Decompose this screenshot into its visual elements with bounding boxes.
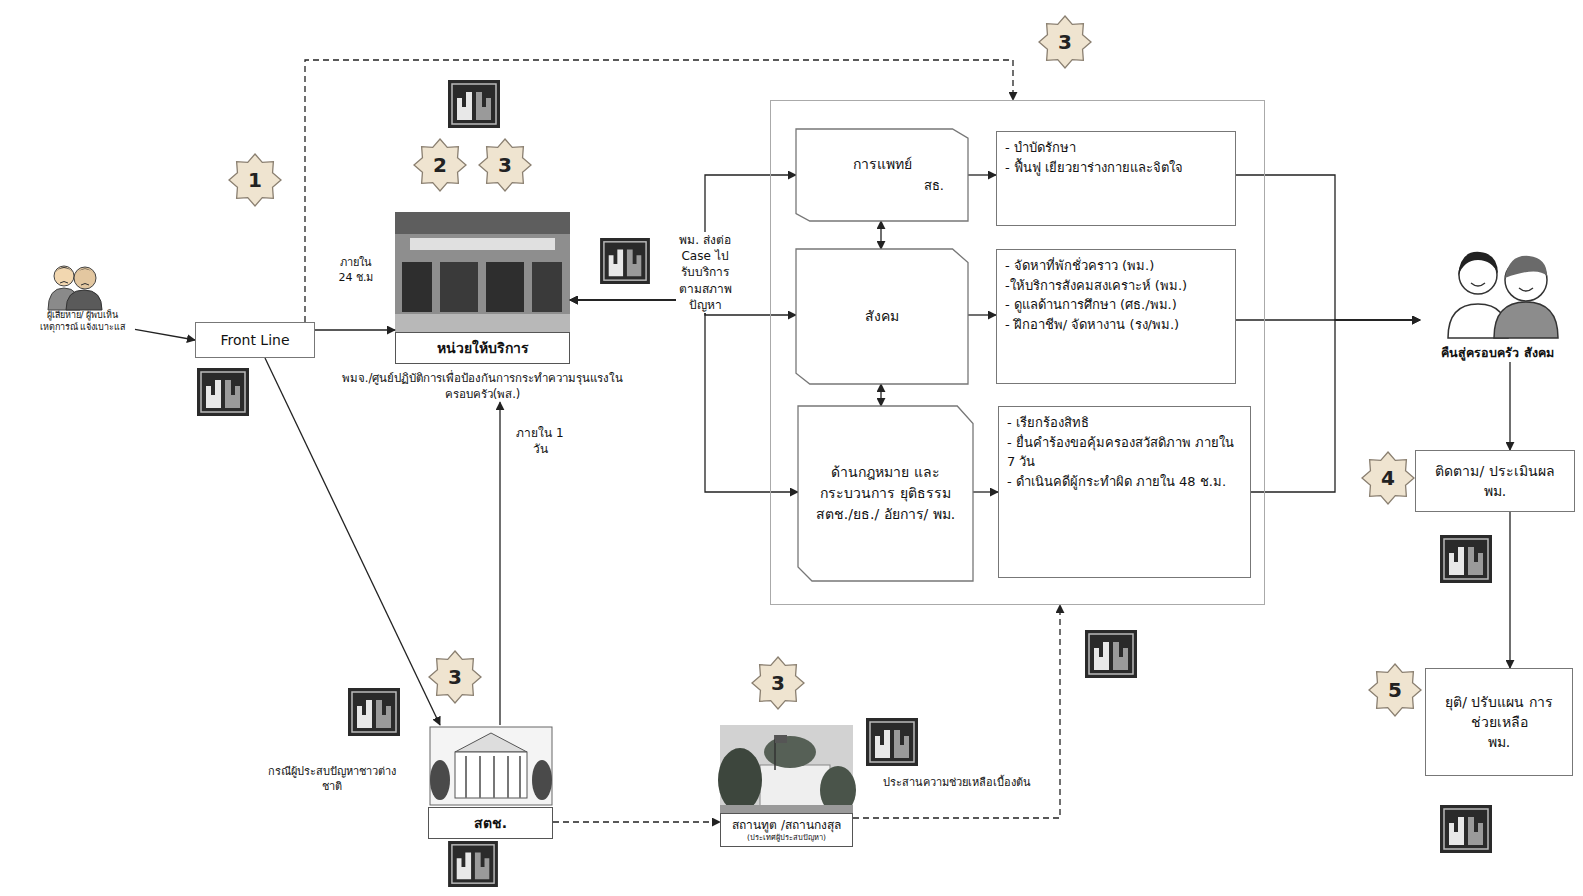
- picture-slot: [395, 212, 570, 332]
- picture-slot: [428, 725, 553, 807]
- node-text: การแพทย์: [808, 154, 956, 175]
- flow-connector: [553, 821, 720, 822]
- node-text: - จัดหาที่พักชั่วคราว (พม.): [1005, 256, 1227, 276]
- callout-star: [229, 16, 1421, 716]
- node-text: ยุติ/ ปรับแผน การช่วยเหลือ: [1434, 692, 1564, 733]
- node-text: ผู้เสียหาย/ ผู้พบเห็นเหตุการณ์ แจ้งเบาะแ…: [30, 310, 135, 333]
- node-text: สตช.: [428, 807, 553, 839]
- note-label: กรณีผู้ประสบปัญหาชาวต่างชาติ: [262, 764, 402, 795]
- callout-number: 3: [1050, 29, 1080, 55]
- node-text: คืนสู่ครอบครัว สังคม: [1420, 345, 1575, 362]
- flow-connector: [968, 174, 996, 175]
- card-outline-shape: [796, 129, 968, 221]
- callout-number: 3: [440, 664, 470, 690]
- card-outline-shape: [798, 406, 973, 581]
- node-text: สถานทูต /สถานกงสุล: [723, 817, 850, 833]
- flow-connector: [135, 329, 195, 340]
- reporter-figure: ผู้เสียหาย/ ผู้พบเห็นเหตุการณ์ แจ้งเบาะแ…: [30, 258, 135, 333]
- node-text: (ประเทศผู้ประสบปัญหา): [723, 833, 850, 843]
- picture-slot: [30, 258, 135, 310]
- node-text: - ฟื้นฟู เยียวยาร่างกายและจิตใจ: [1005, 158, 1227, 178]
- edge-label: ภายใน 24 ช.ม: [338, 256, 374, 286]
- flow-connector: [1509, 362, 1510, 450]
- picture-slot: [720, 725, 853, 813]
- edge-label: ภายใน 1 วัน: [508, 425, 572, 457]
- callout-number: 5: [1380, 677, 1410, 703]
- label-box: สถานทูต /สถานกงสุล(ประเทศผู้ประสบปัญหา): [720, 813, 853, 847]
- node-text: ด้านกฎหมาย และ กระบวนการ ยุติธรรม สตช./ย…: [810, 462, 961, 525]
- callout-number: 4: [1373, 465, 1403, 491]
- reporter-icon: [48, 266, 102, 310]
- node-text: สธ.: [808, 175, 956, 196]
- card-outline-shape: [796, 249, 968, 384]
- node-text: -ให้บริการสังคมสงเคราะห์ (พม.): [1005, 276, 1227, 296]
- callout-number: 3: [490, 152, 520, 178]
- node-text: - ดูแลด้านการศึกษา (ศธ./พม.): [1005, 295, 1227, 315]
- node-text: พม.: [1434, 732, 1564, 752]
- node-text: - ฝึกอาชีพ/ จัดหางาน (รง/พม.): [1005, 315, 1227, 335]
- agency-card: ด้านกฎหมาย และ กระบวนการ ยุติธรรม สตช./ย…: [798, 406, 973, 581]
- node-text: สังคม: [808, 306, 956, 327]
- callout-number: 1: [240, 167, 270, 193]
- node-text: - ดำเนินคดีผู้กระทำผิด ภายใน 48 ช.ม.: [1007, 472, 1242, 492]
- node-text: พม.: [1424, 481, 1566, 501]
- edge-label: ประสานความช่วยเหลือเบื้องต้น: [862, 776, 1052, 791]
- node-text: - เรียกร้องสิทธิ: [1007, 413, 1242, 433]
- flow-connector: [1251, 320, 1420, 492]
- agency-card: สังคม: [796, 249, 968, 384]
- service-list: - จัดหาที่พักชั่วคราว (พม.)-ให้บริการสัง…: [996, 249, 1236, 384]
- family-icon: [1448, 252, 1558, 338]
- flow-connector: [973, 491, 998, 492]
- embassy-photo: [718, 725, 856, 814]
- node-text: หน่วยให้บริการ: [395, 332, 570, 364]
- flow-connector: [1509, 512, 1510, 668]
- edge-label: พม. ส่งต่อ Case ไปรับบริการตามสภาพปัญหา: [676, 232, 734, 313]
- node-text: พมจ./ศูนย์ปฏิบัติการเพื่อป้องกันการกระทำ…: [340, 370, 625, 402]
- service-list: - บำบัดรักษา- ฟื้นฟู เยียวยาร่างกายและจิ…: [996, 131, 1236, 226]
- process-box: Front Line: [195, 322, 315, 358]
- service-unit-photo: [395, 212, 570, 332]
- outcome-figure: คืนสู่ครอบครัว สังคม: [1420, 245, 1575, 362]
- hand-icon: [197, 80, 1492, 887]
- flow-connector: [1236, 175, 1420, 320]
- card-outline: [796, 129, 968, 221]
- police-building: [430, 727, 552, 805]
- agency-card: การแพทย์สธ.: [796, 129, 968, 221]
- flow-connector: [499, 402, 500, 725]
- picture-slot: [1420, 245, 1575, 345]
- callout-number: 2: [425, 152, 455, 178]
- flow-connector: [880, 384, 881, 406]
- node-text: - ยื่นคำร้องขอคุ้มครองสวัสดิภาพ ภายใน 7 …: [1007, 433, 1242, 472]
- flow-connector: [853, 605, 1060, 818]
- flow-connector: [880, 221, 881, 249]
- callout-number: 3: [763, 670, 793, 696]
- embassy: สถานทูต /สถานกงสุล(ประเทศผู้ประสบปัญหา): [720, 725, 853, 847]
- service-group: การแพทย์สธ. - บำบัดรักษา- ฟื้นฟู เยียวยาร…: [770, 100, 1265, 605]
- node-text: Front Line: [204, 330, 306, 350]
- police-station: สตช.: [428, 725, 553, 839]
- node-text: - บำบัดรักษา: [1005, 138, 1227, 158]
- flow-connector: [265, 358, 440, 725]
- process-box: ยุติ/ ปรับแผน การช่วยเหลือพม.: [1425, 668, 1573, 776]
- flow-connector: [968, 314, 996, 315]
- service-list: - เรียกร้องสิทธิ- ยื่นคำร้องขอคุ้มครองสว…: [998, 406, 1251, 578]
- node-text: ติดตาม/ ประเมินผล: [1424, 461, 1566, 481]
- service-unit: หน่วยให้บริการพมจ./ศูนย์ปฏิบัติการเพื่อป…: [395, 212, 570, 364]
- flow-connector: [570, 300, 798, 492]
- process-box: ติดตาม/ ประเมินผลพม.: [1415, 450, 1575, 512]
- flow-connector: [315, 329, 395, 330]
